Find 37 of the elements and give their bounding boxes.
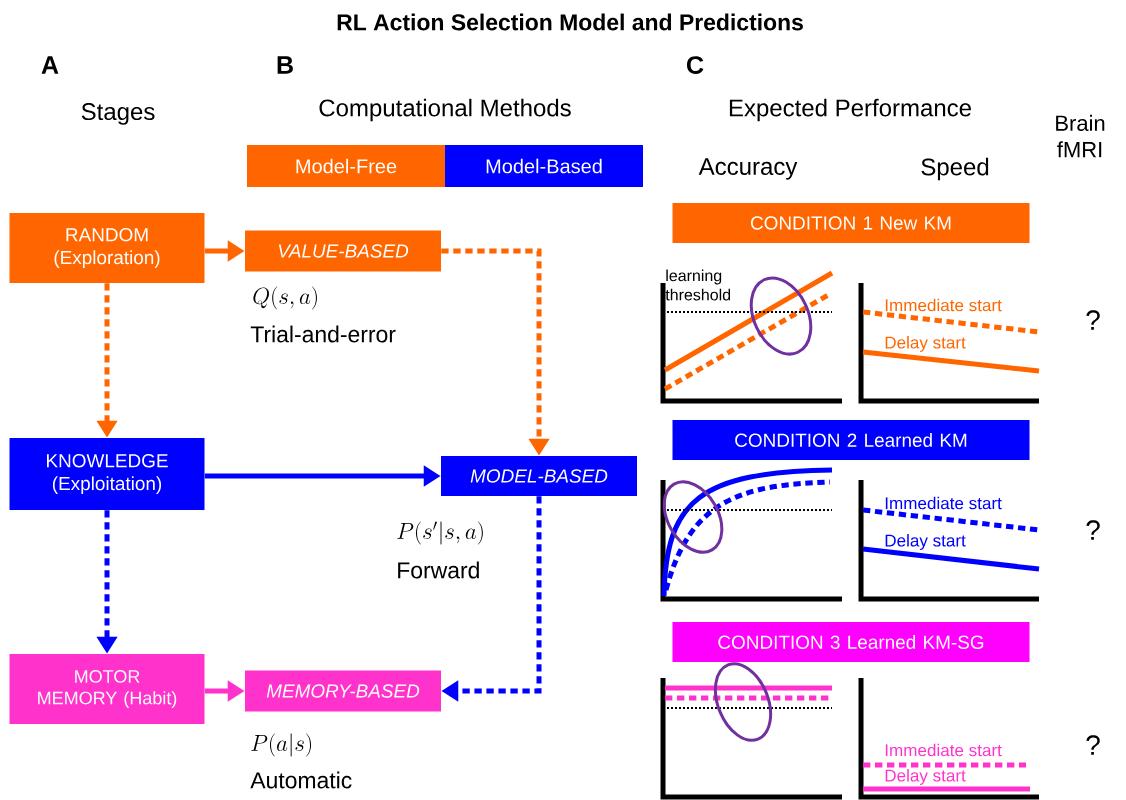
title: RL Action Selection Model and Predictions xyxy=(337,13,803,31)
method-box: VALUE-BASED xyxy=(245,230,441,272)
column-heading: Accuracy xyxy=(698,158,798,180)
question-mark: ? xyxy=(1086,310,1100,330)
curve-label: Delay start xyxy=(885,336,966,352)
stage-box: RANDOM (Exploration) xyxy=(9,213,205,283)
method-note: Trial-and-error xyxy=(250,325,396,343)
condition-banner: CONDITION 1 New KM xyxy=(672,203,1030,243)
method-box: MODEL-BASED xyxy=(441,456,637,496)
key-box: Model-Based xyxy=(445,145,643,187)
curve-label: Delay start xyxy=(885,769,966,785)
condition-banner: CONDITION 2 Learned KM xyxy=(672,420,1030,460)
panel-letter: B xyxy=(277,56,293,74)
method-note: Forward xyxy=(398,561,479,579)
question-mark: ? xyxy=(1086,520,1100,540)
curve-label: Delay start xyxy=(885,534,966,550)
curve-label: Immediate start xyxy=(885,298,1002,312)
formula: $Q(s,a)$ xyxy=(253,286,317,310)
formula: $P(a|s)$ xyxy=(251,733,312,757)
column-heading: Expected Performance xyxy=(729,98,971,122)
question-mark: ? xyxy=(1086,735,1100,755)
column-heading: Speed xyxy=(921,157,989,181)
column-heading: Brain fMRI xyxy=(1056,114,1105,158)
condition-banner: CONDITION 3 Learned KM-SG xyxy=(672,622,1030,662)
column-heading: Computational Methods xyxy=(319,98,571,122)
method-note: Automatic xyxy=(250,771,352,789)
key-box: Model-Free xyxy=(247,145,445,187)
stage-box: KNOWLEDGE (Exploitation) xyxy=(9,438,205,510)
curve-label: Immediate start xyxy=(885,743,1002,757)
formula: $P(s'|s,a)$ xyxy=(397,521,483,545)
threshold-label: learning threshold xyxy=(665,269,731,301)
column-heading: Stages xyxy=(81,103,155,125)
panel-letter: C xyxy=(687,56,704,74)
curve-label: Immediate start xyxy=(885,496,1002,510)
method-box: MEMORY-BASED xyxy=(245,670,441,712)
stage-box: MOTOR MEMORY (Habit) xyxy=(9,654,205,724)
panel-letter: A xyxy=(41,56,59,74)
